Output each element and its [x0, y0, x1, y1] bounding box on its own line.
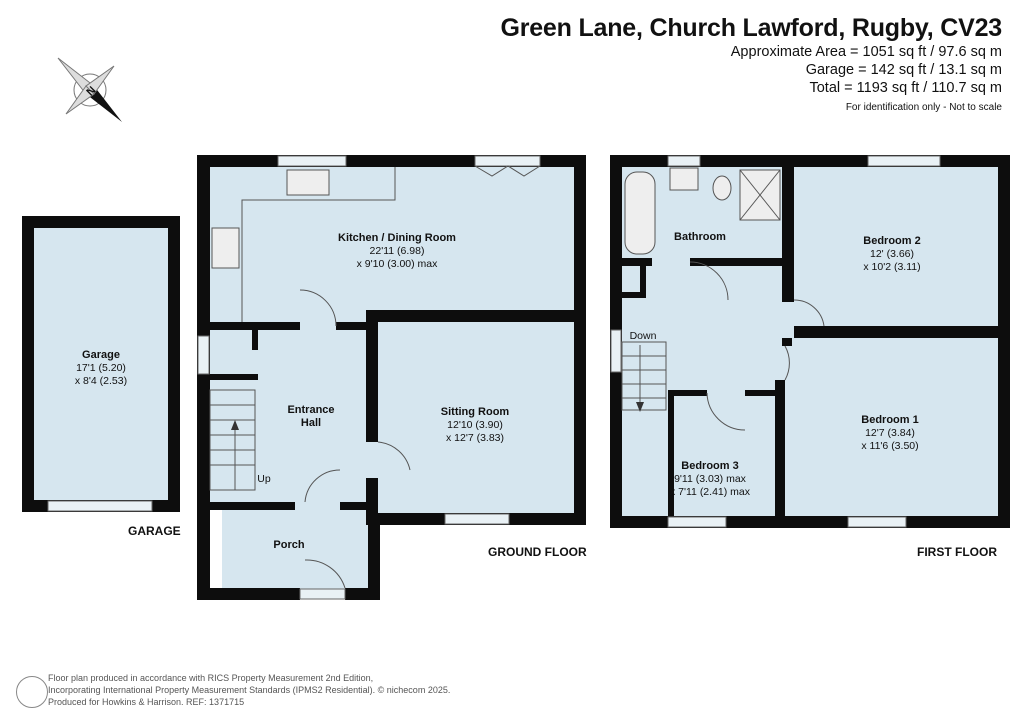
- bifold-doors: [474, 155, 541, 167]
- floor-label-first: FIRST FLOOR: [917, 545, 997, 559]
- floor-label-garage: GARAGE: [128, 524, 181, 538]
- room-name-porch: Porch: [273, 539, 304, 551]
- footer: Floor plan produced in accordance with R…: [48, 672, 450, 708]
- garage-plan: Garage 17'1 (5.20) x 8'4 (2.53) GARAGE: [22, 216, 181, 538]
- first-floor-plan: Down Bathroom Bedroom 2 12' (3.66) x 10'…: [610, 155, 1010, 559]
- footer-line-1: Floor plan produced in accordance with R…: [48, 673, 374, 683]
- header: Green Lane, Church Lawford, Rugby, CV23 …: [500, 14, 1002, 113]
- hob-icon: [211, 227, 240, 269]
- window: [197, 335, 210, 375]
- footer-line-3: Produced for Howkins & Harrison. REF: 13…: [48, 697, 245, 707]
- room-dim2-kitchen: x 9'10 (3.00) max: [357, 258, 439, 270]
- room-name-hall: Entrance: [287, 404, 334, 416]
- window: [277, 155, 347, 167]
- window: [610, 329, 622, 373]
- property-title: Green Lane, Church Lawford, Rugby, CV23: [500, 14, 1002, 42]
- room-dim2-garage: x 8'4 (2.53): [75, 375, 127, 387]
- room-dim-kitchen: 22'11 (6.98): [370, 245, 425, 257]
- stairs-icon: [209, 389, 256, 491]
- room-name-bedroom-1: Bedroom 1: [861, 414, 918, 426]
- total-area: Total = 1193 sq ft / 110.7 sq m: [809, 80, 1002, 96]
- compass-icon: N: [57, 57, 122, 122]
- footer-line-2: Incorporating International Property Mea…: [48, 685, 451, 695]
- garage-area: Garage = 142 sq ft / 13.1 sq m: [805, 62, 1002, 78]
- room-dim2-bedroom-2: x 10'2 (3.11): [863, 261, 920, 273]
- room-dim-sitting-room: 12'10 (3.90): [447, 419, 503, 431]
- bath-icon: [624, 171, 656, 255]
- room-name-garage: Garage: [82, 349, 120, 361]
- basin-icon: [669, 167, 699, 191]
- room-name-hall-2: Hall: [301, 417, 321, 429]
- front-door: [299, 588, 346, 600]
- room-name-sitting-room: Sitting Room: [441, 406, 510, 418]
- room-dim2-sitting-room: x 12'7 (3.83): [446, 432, 504, 444]
- toilet-icon: [712, 175, 732, 201]
- floor-label-ground: GROUND FLOOR: [488, 545, 587, 559]
- room-name-bedroom-3: Bedroom 3: [681, 460, 738, 472]
- room-dim2-bedroom-3: x 7'11 (2.41) max: [670, 486, 751, 498]
- person-icon: [16, 676, 48, 708]
- room-dim-garage: 17'1 (5.20): [76, 362, 126, 374]
- approximate-area: Approximate Area = 1051 sq ft / 97.6 sq …: [730, 44, 1002, 60]
- garage-door: [47, 500, 153, 512]
- room-dim-bedroom-3: 9'11 (3.03) max: [674, 473, 747, 485]
- stairs-icon: [621, 341, 667, 412]
- ground-floor-plan: Up Kitchen / Dining Room 22'11 (6.98) x …: [197, 155, 587, 600]
- stairs-down-label: Down: [630, 330, 657, 342]
- room-name-bedroom-2: Bedroom 2: [863, 235, 920, 247]
- room-dim-bedroom-2: 12' (3.66): [870, 248, 914, 260]
- window: [444, 513, 510, 525]
- room-name-bathroom: Bathroom: [674, 231, 726, 243]
- room-dim-bedroom-1: 12'7 (3.84): [865, 427, 915, 439]
- scale-note: For identification only - Not to scale: [845, 102, 1002, 113]
- window: [667, 155, 701, 167]
- window: [667, 516, 727, 528]
- room-name-kitchen: Kitchen / Dining Room: [338, 232, 456, 244]
- sink-icon: [286, 169, 330, 196]
- room-dim2-bedroom-1: x 11'6 (3.50): [861, 440, 918, 452]
- window: [867, 155, 941, 167]
- window: [847, 516, 907, 528]
- stairs-up-label: Up: [257, 473, 271, 485]
